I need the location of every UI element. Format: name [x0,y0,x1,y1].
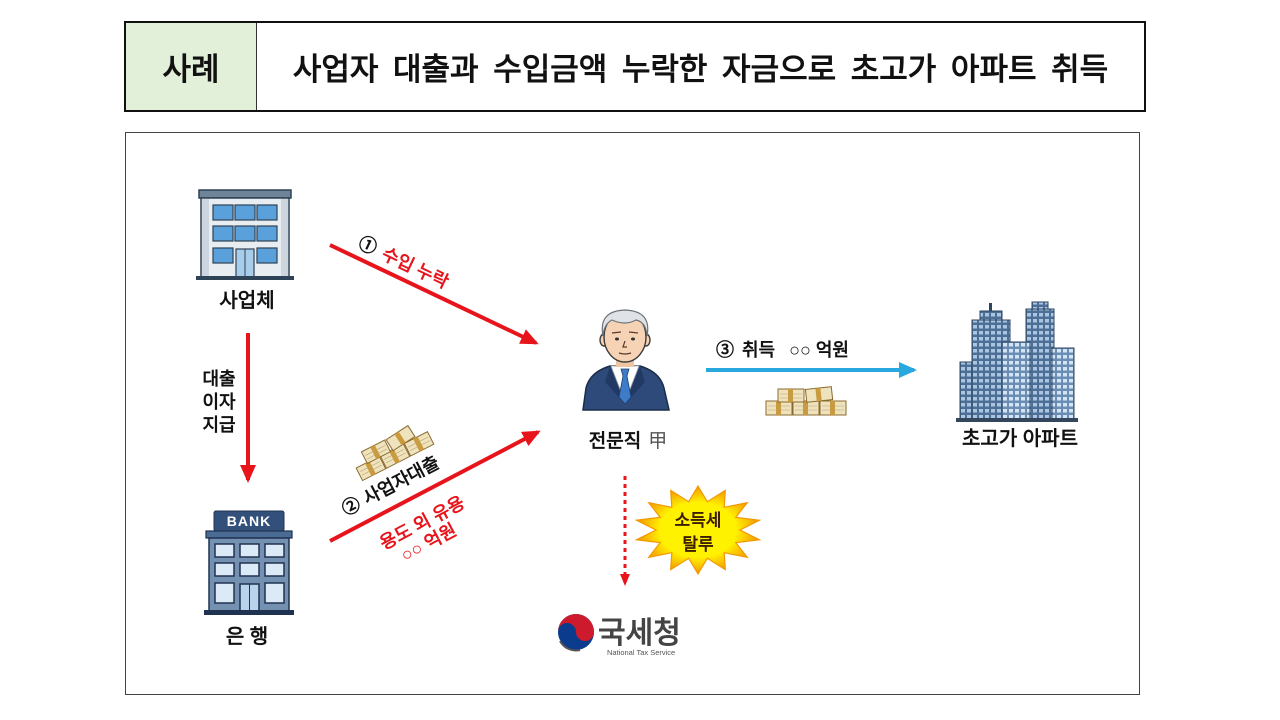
tax-evasion-label-line: 탈루 [682,534,714,554]
building-window [212,204,234,221]
nts-name: 국세청 [598,617,681,650]
case-title: 사업자 대출과 수입금액 누락한 자금으로 초고가 아파트 취득 [292,52,1109,87]
acquisition-text: 취득 [742,340,775,360]
loan-interest-label-line: 대출 [202,369,235,389]
bank-window [214,582,235,604]
building-window [256,204,278,221]
bank-base [204,610,294,615]
building-roof [198,189,292,199]
case-title-box: 사례 사업자 대출과 수입금액 누락한 자금으로 초고가 아파트 취득 [124,21,1146,112]
apartment-antenna [989,303,992,311]
businessman-icon [582,309,670,411]
apartment-towers-icon [956,301,1078,422]
mouth [618,352,632,355]
bank-window [264,582,285,604]
building-window [212,247,234,264]
nts-taegeuk-logo-icon [558,614,594,652]
building-window [256,247,278,264]
building-pillar [281,199,288,277]
bank-window [239,562,260,577]
bank-window [214,543,235,558]
apartment-label: 초고가 아파트 [962,427,1078,450]
bank-building-icon: BANK [204,510,294,615]
eyebrows [611,331,639,334]
acquisition-label: ③ 취득 ○○ 억원 [716,339,849,360]
professional-mark: 甲 [648,431,667,452]
nose [622,340,627,348]
step-number-1: ① [355,232,380,259]
bank-window [214,562,235,577]
loan-interest-label-line: 이자 [202,392,236,412]
nts-logo: 국세청 National Tax Service [558,614,681,657]
apartment-base [956,418,1078,422]
diagram-frame [125,132,1140,695]
taegeuk-gray-arc [559,640,581,652]
starburst-icon: 소득세 탈루 [634,484,762,576]
building-pillar [202,199,209,277]
building-window [234,225,256,242]
eye [631,337,635,341]
acquisition-amount: ○○ 억원 [789,340,849,360]
case-tag: 사례 [126,23,257,110]
business-loan-arrow [329,430,541,543]
eye [615,337,619,341]
hair [601,309,649,337]
bank-sign-text: BANK [227,513,271,529]
step-number-3: ③ [716,339,734,360]
building-window [212,225,234,242]
tie [618,368,632,405]
starburst-shape [634,484,762,576]
money-stack-icon [765,386,847,416]
loan-interest-label-line: 지급 [202,415,235,435]
tax-evasion-label-line: 소득세 [675,511,722,530]
apartment-low-block-right [1051,347,1075,421]
professional-label: 전문직 甲 [589,430,667,452]
professional-title: 전문직 [589,430,641,452]
bank-roof [205,530,293,539]
bank-window [239,543,260,558]
bank-window [264,543,285,558]
building-window [234,204,256,221]
taegeuk-red [558,614,594,641]
business-label: 사업체 [219,289,274,312]
bank-label: 은 행 [226,625,268,648]
building-base [196,276,294,280]
step-number-2: ② [338,493,364,520]
nts-name-en: National Tax Service [607,648,675,657]
income-omission-arrow [329,243,539,345]
building-window [256,225,278,242]
office-building-icon [196,189,294,280]
apartment-tower-center [1001,341,1031,421]
bank-window [264,562,285,577]
